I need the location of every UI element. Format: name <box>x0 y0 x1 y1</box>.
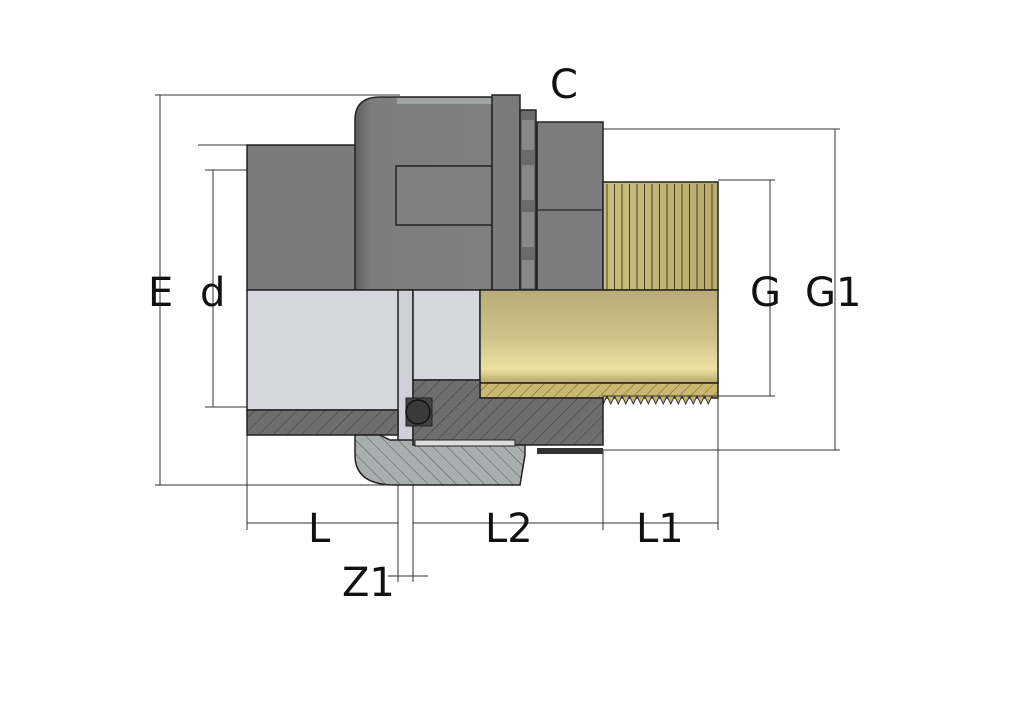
pipe-bore <box>246 289 414 411</box>
hex-body <box>536 121 604 291</box>
label-z1: Z1 <box>342 560 395 606</box>
dimension-lines <box>155 94 840 582</box>
socket-wall-section <box>246 409 399 436</box>
seal-ring <box>537 448 603 454</box>
male-thread <box>602 181 719 291</box>
nut-flange <box>491 94 521 291</box>
nut-section <box>354 434 526 486</box>
ribs <box>519 109 537 291</box>
label-l: L <box>308 506 331 552</box>
label-g1: G1 <box>805 270 861 316</box>
label-g: G <box>750 270 781 316</box>
thread-section <box>414 439 516 447</box>
label-c: C <box>550 62 578 108</box>
nut-grip-recess <box>395 165 493 226</box>
brass-bore <box>479 289 719 384</box>
o-ring <box>405 399 431 425</box>
socket-body <box>246 144 358 291</box>
label-e: E <box>148 270 173 316</box>
label-d: d <box>200 270 225 316</box>
label-l2: L2 <box>485 506 533 552</box>
label-l1: L1 <box>636 506 684 552</box>
